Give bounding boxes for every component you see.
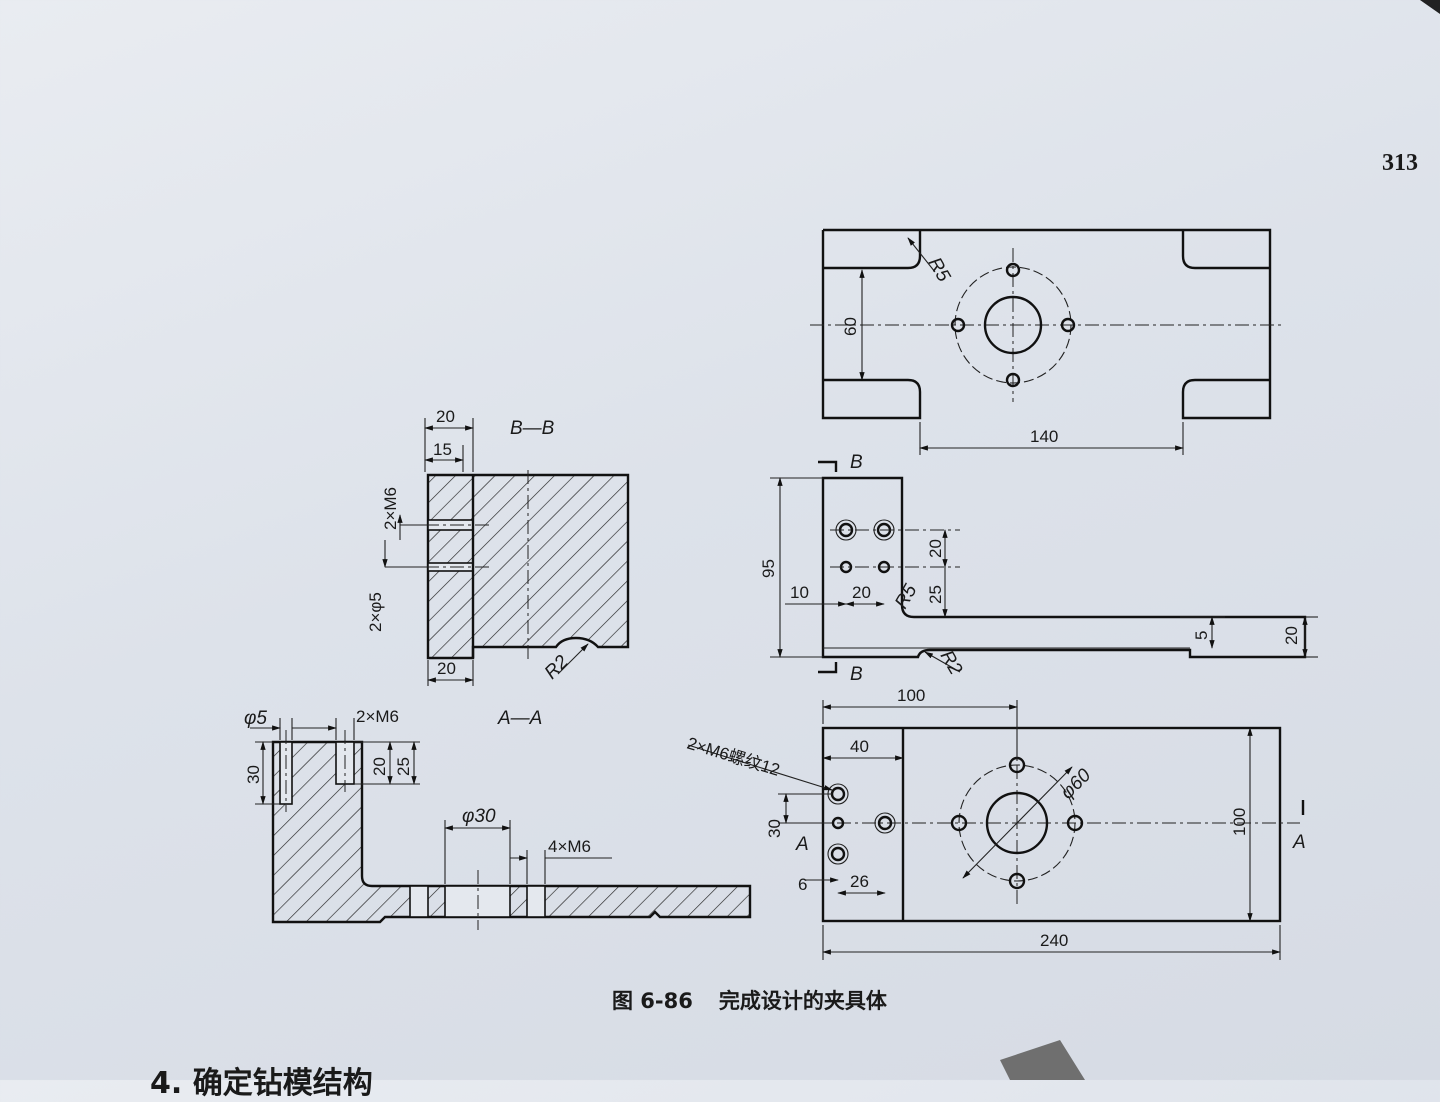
top-view: 60 R5 140 <box>810 228 1285 455</box>
bottom-dim-30: 30 <box>765 819 784 838</box>
bottom-right-view: φ60 100 40 2×M6螺纹12 30 A 6 26 100 A 240 <box>685 686 1306 960</box>
bb-phi5-label: 2×φ5 <box>366 592 385 632</box>
bb-r2-label: R2 <box>541 651 573 683</box>
bb-dim-15: 15 <box>433 440 452 459</box>
next-section-heading: 4. 确定钻模结构 <box>150 1066 373 1101</box>
bottom-dim-100-width: 100 <box>897 686 925 705</box>
top-dim-140: 140 <box>1030 427 1058 446</box>
front-dim-25: 25 <box>926 585 945 604</box>
top-dim-60: 60 <box>841 317 860 336</box>
bb-dim-20-top: 20 <box>436 407 455 426</box>
aa-phi30-label: φ30 <box>462 806 496 827</box>
aa-dim-25: 25 <box>394 757 413 776</box>
bottom-dim-40: 40 <box>850 737 869 756</box>
bottom-dim-100-height: 100 <box>1230 808 1249 836</box>
front-r2-label: R2 <box>936 647 967 679</box>
section-b-b: 20 15 B—B 2×M6 2×φ5 20 R2 <box>366 407 630 686</box>
page-number: 313 <box>1382 150 1418 176</box>
front-dim-10: 10 <box>790 583 809 602</box>
phi60-label: φ60 <box>1057 765 1096 804</box>
top-r5-label: R5 <box>924 254 955 286</box>
bb-dim-20-bottom: 20 <box>437 659 456 678</box>
front-section-mark-top: B <box>850 452 863 473</box>
bb-section-title: B—B <box>510 418 555 439</box>
aa-thread-label: 2×M6 <box>356 707 399 726</box>
bottom-section-mark-a-left: A <box>795 834 809 855</box>
section-a-a: φ5 2×M6 30 20 25 A—A φ30 4×M6 <box>244 707 752 930</box>
front-dim-20-horizontal: 20 <box>852 583 871 602</box>
aa-dim-20: 20 <box>370 757 389 776</box>
thread-callout: 2×M6螺纹12 <box>685 734 782 780</box>
front-r5-label: R5 <box>891 581 922 613</box>
corner-shadow <box>1420 0 1440 14</box>
bottom-dim-26: 26 <box>850 872 869 891</box>
bottom-dim-6: 6 <box>798 875 807 894</box>
front-view: B B 95 10 20 20 25 R5 5 20 R2 <box>759 452 1318 685</box>
front-dim-95: 95 <box>759 559 778 578</box>
page-fold-shadow <box>1000 1040 1085 1080</box>
aa-4m6-label: 4×M6 <box>548 837 591 856</box>
figure-title: 完成设计的夹具体 <box>718 989 887 1013</box>
figure-number: 图 6-86 <box>612 989 693 1013</box>
bb-thread-label: 2×M6 <box>381 487 400 530</box>
front-dim-20-vertical: 20 <box>926 539 945 558</box>
aa-dim-30: 30 <box>244 765 263 784</box>
aa-phi5-label: φ5 <box>244 708 267 729</box>
front-dim-5: 5 <box>1192 631 1211 640</box>
front-section-mark-bottom: B <box>850 664 863 685</box>
bottom-dim-240: 240 <box>1040 931 1068 950</box>
figure-caption: 图 6-86 完成设计的夹具体 <box>612 985 887 1015</box>
front-dim-20-right: 20 <box>1282 626 1301 645</box>
aa-section-title: A—A <box>497 708 542 729</box>
bottom-section-mark-a-right: A <box>1292 832 1306 853</box>
